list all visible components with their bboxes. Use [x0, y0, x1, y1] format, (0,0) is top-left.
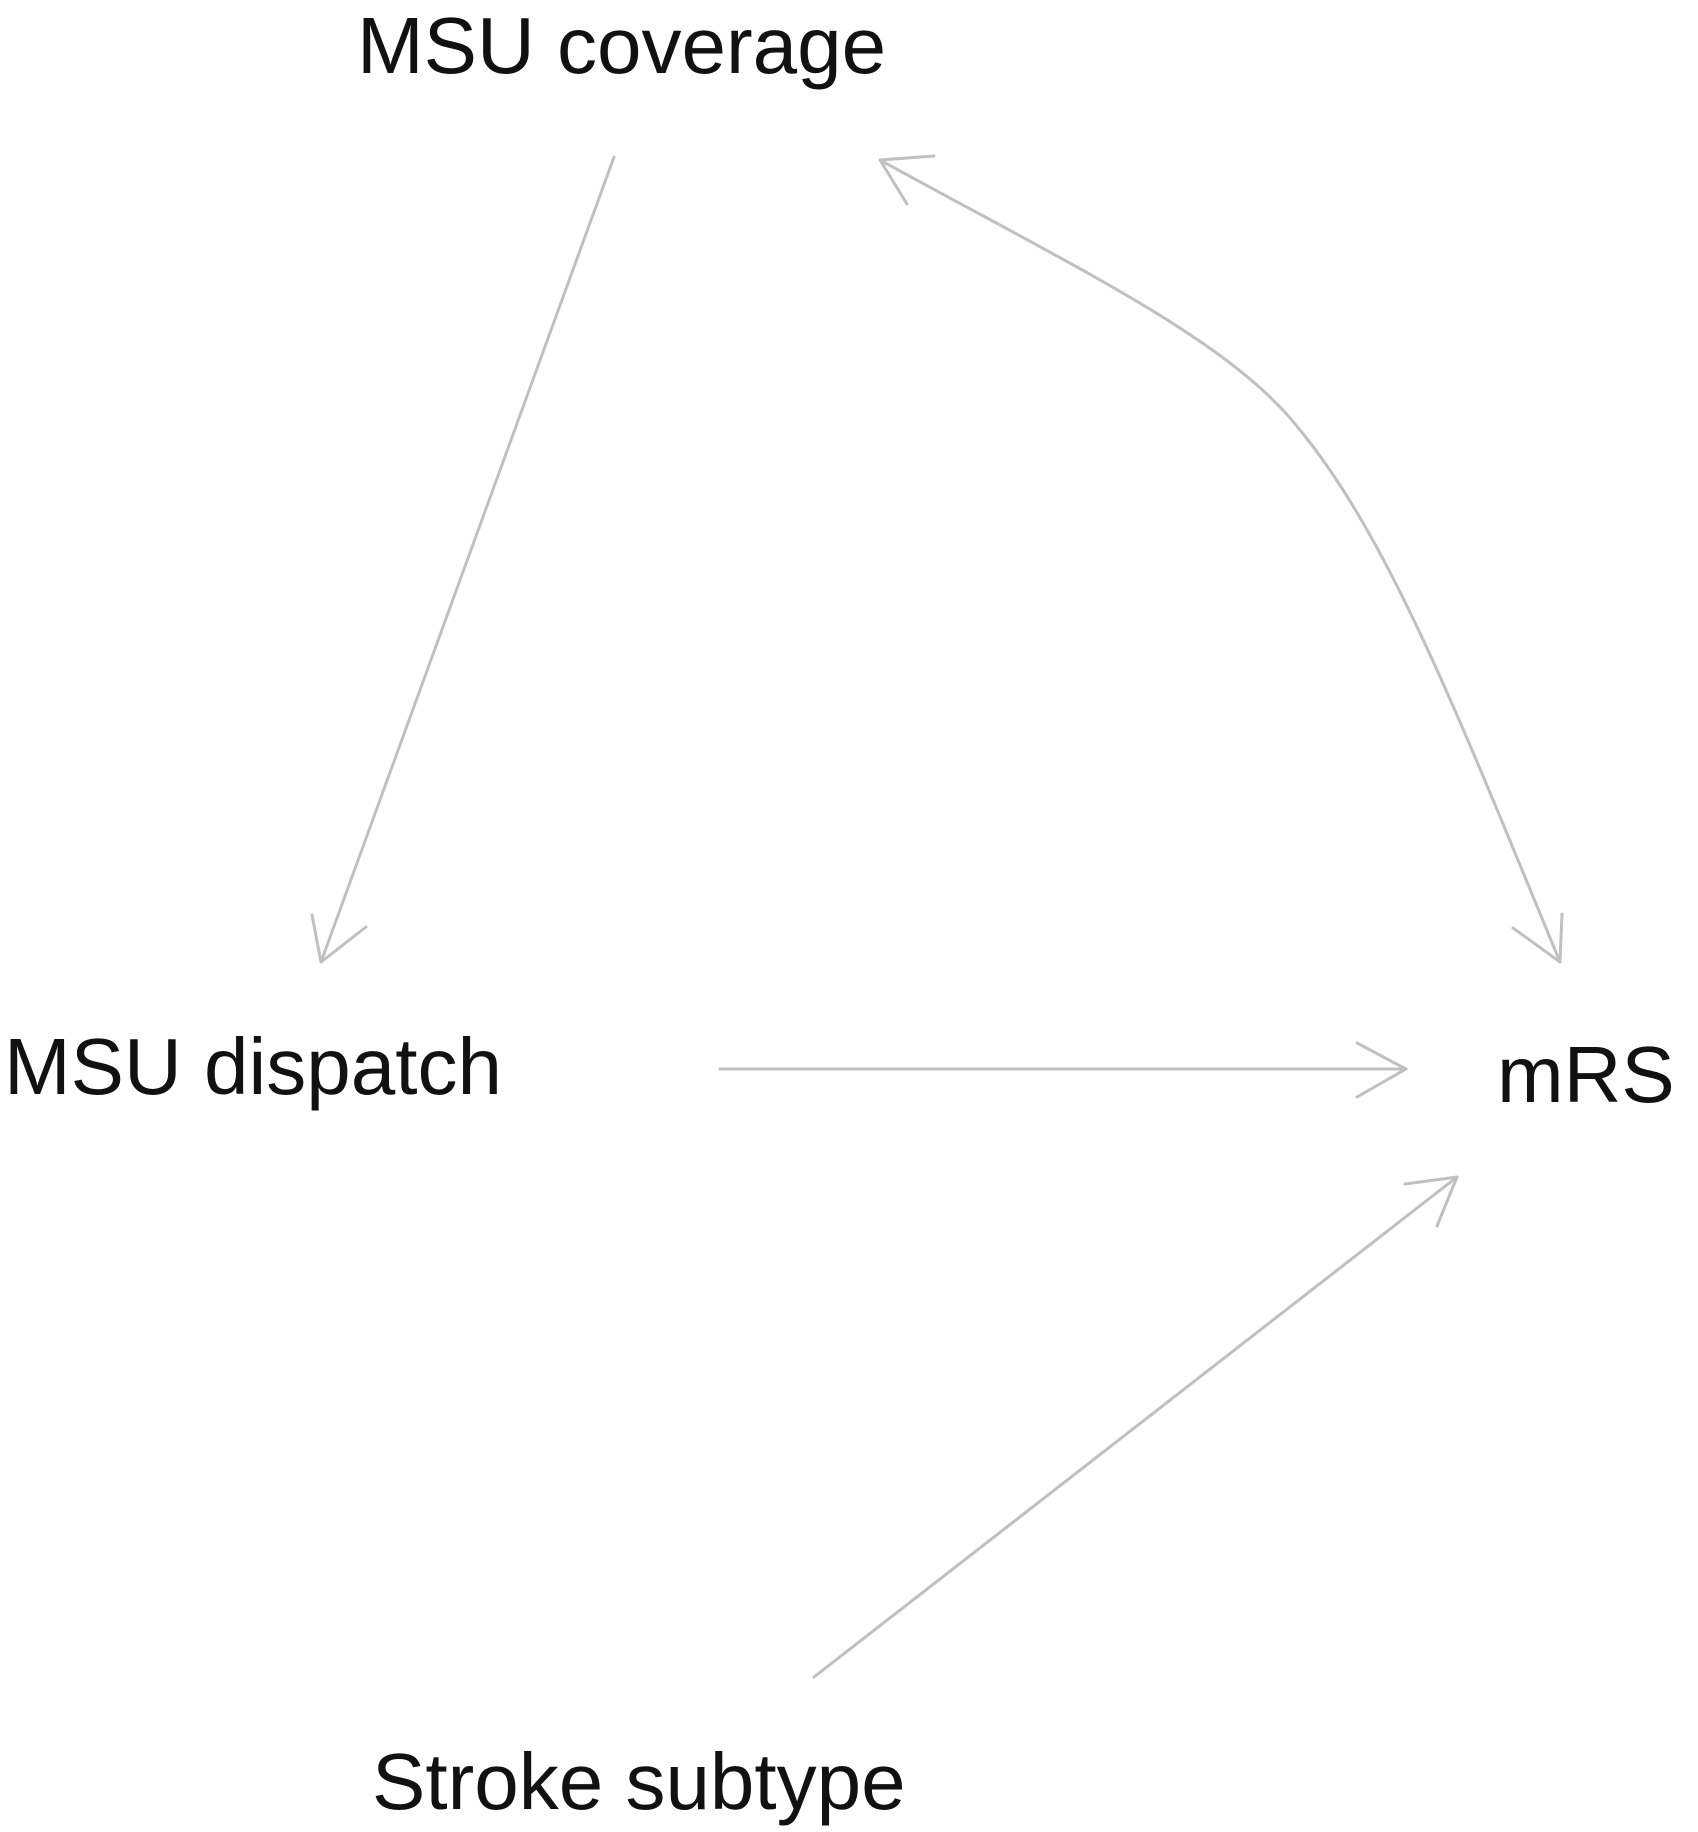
- arrowhead: [1355, 1041, 1408, 1099]
- edge-subtype-to-mrs: [812, 1175, 1459, 1679]
- edge-coverage-mrs-bidirected: [878, 154, 1564, 964]
- node-mrs: mRS: [1497, 1030, 1675, 1119]
- arrowhead: [1403, 1175, 1459, 1228]
- edge-coverage-to-dispatch: [310, 155, 616, 964]
- arrowhead: [310, 913, 368, 964]
- node-stroke-subtype: Stroke subtype: [372, 1737, 906, 1826]
- node-msu-coverage: MSU coverage: [357, 1, 886, 90]
- arrowhead: [878, 154, 936, 206]
- edge-dispatch-to-mrs: [718, 1041, 1408, 1099]
- node-msu-dispatch: MSU dispatch: [4, 1022, 502, 1111]
- arrowhead: [1511, 912, 1564, 964]
